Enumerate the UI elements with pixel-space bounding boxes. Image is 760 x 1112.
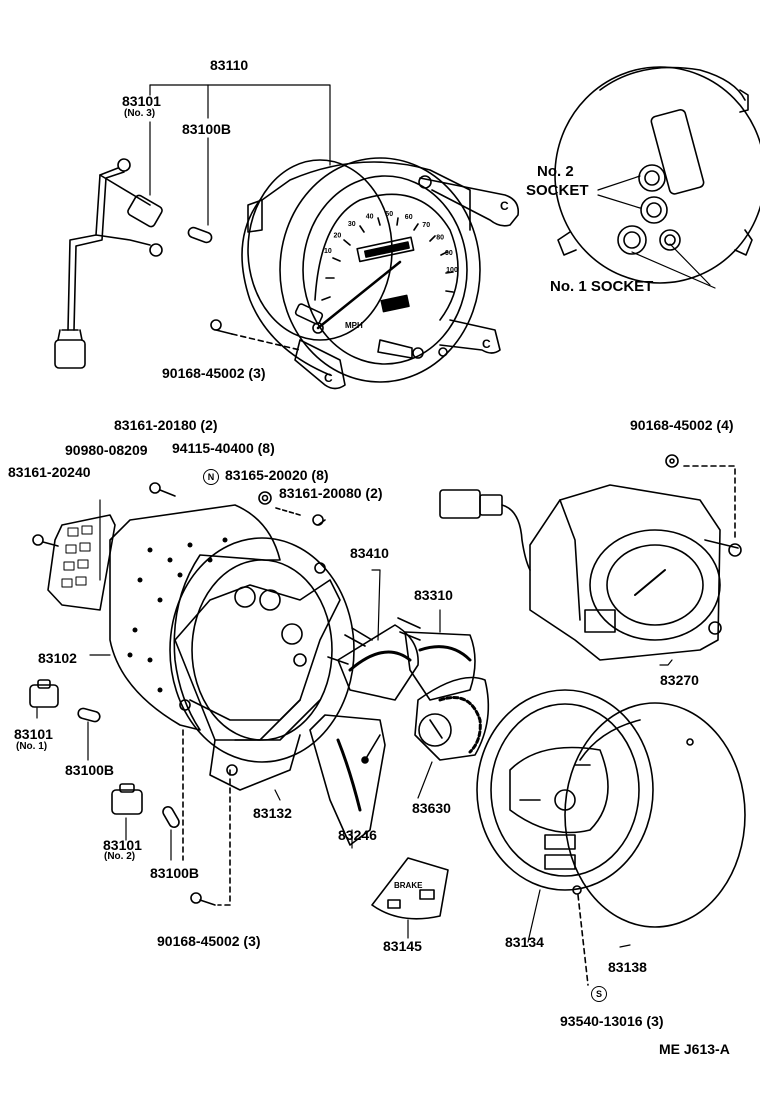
dial-numeral: 30 [348, 221, 356, 228]
label-83270: 83270 [660, 672, 699, 688]
label-83630: 83630 [412, 800, 451, 816]
printed-circuit-83102 [109, 504, 281, 731]
small-screws-left [32, 482, 326, 547]
gauge-83630 [414, 676, 490, 761]
label-83100b-top: 83100B [182, 121, 232, 137]
diagram-id: ME J613-A [659, 1041, 730, 1057]
bulb-83100b-mid [77, 707, 101, 761]
glass-83138 [564, 702, 746, 986]
gauge-value-ticks: 10 20 30 40 50 60 70 80 90 100 [324, 211, 458, 274]
dial-numeral: 90 [445, 250, 453, 257]
temp-gauge-83310 [397, 617, 476, 701]
socket-no1 [29, 679, 59, 708]
socket-leaders [597, 175, 716, 289]
indicator-plate-83145 [371, 857, 449, 920]
label-83165-20020: 83165-20020 (8) [225, 467, 329, 483]
leader-lines-top [149, 84, 331, 226]
label-83100b-mid: 83100B [65, 762, 115, 778]
label-83138: 83138 [608, 959, 647, 975]
label-83145: 83145 [383, 938, 422, 954]
label-no2-socket: No. 2 [537, 163, 574, 180]
label-83132: 83132 [253, 805, 292, 821]
label-no1-socket: No. 1 SOCKET [550, 278, 654, 295]
svg-text:C: C [482, 337, 491, 351]
faceplate-83134 [476, 689, 654, 891]
label-83161-20240: 83161-20240 [8, 464, 91, 480]
dial-numeral: 40 [366, 213, 374, 220]
label-no2: (No. 2) [104, 851, 136, 862]
screw-90168-bot [182, 729, 231, 906]
label-no3: (No. 3) [124, 108, 156, 119]
label-94115-40400: 94115-40400 (8) [172, 440, 275, 456]
label-socket: SOCKET [526, 182, 589, 199]
label-83161-20080: 83161-20080 (2) [279, 485, 383, 501]
label-83310: 83310 [414, 587, 453, 603]
label-no1: (No. 1) [16, 741, 48, 752]
label-90168-bot: 90168-45002 (3) [157, 933, 261, 949]
label-83100b-bot: 83100B [150, 865, 200, 881]
housing-83132 [169, 537, 355, 791]
speedometer-assembly: C C C [241, 157, 520, 390]
label-83246: 83246 [338, 827, 377, 843]
svg-text:C: C [324, 371, 333, 385]
label-83101-no3: 83101 [122, 93, 161, 109]
label-83161-20180: 83161-20180 (2) [114, 417, 218, 433]
rear-case-sockets [554, 66, 760, 284]
tachometer-83270 [529, 484, 742, 661]
leader-lines-bottom [36, 499, 673, 948]
label-83410: 83410 [350, 545, 389, 561]
mph-text: MPH [345, 321, 363, 330]
label-83110: 83110 [210, 57, 249, 73]
gauge-83246 [309, 714, 386, 846]
bulb-83100b-bot [162, 806, 180, 861]
mark-n-icon: N [203, 469, 219, 485]
fuel-gauge-83410 [327, 624, 419, 701]
svg-text:C: C [500, 199, 509, 213]
mark-s-icon: S [591, 986, 607, 1002]
dial-numeral: 20 [334, 233, 342, 240]
dial-numeral: 50 [385, 211, 393, 218]
label-83134: 83134 [505, 934, 544, 950]
screw-90168-right [665, 454, 736, 541]
brake-text: BRAKE [394, 881, 423, 890]
connector-90980 [47, 514, 116, 611]
dial-numeral: 80 [436, 234, 444, 241]
dial-numeral: 70 [422, 222, 430, 229]
label-90980-08209: 90980-08209 [65, 442, 148, 458]
label-90168-right: 90168-45002 (4) [630, 417, 734, 433]
screw-90168-top [210, 319, 301, 351]
socket-no2 [111, 783, 143, 841]
socket-harness-no3 [54, 158, 163, 369]
tach-connector [439, 489, 531, 571]
dial-numeral: 100 [446, 267, 458, 274]
dial-numeral: 10 [324, 248, 332, 255]
label-83101-no2: 83101 [103, 837, 142, 853]
label-83101-no1: 83101 [14, 726, 53, 742]
bulb-83100b-top [187, 226, 213, 244]
label-93540: 93540-13016 (3) [560, 1013, 664, 1029]
label-83102: 83102 [38, 650, 77, 666]
label-90168-top: 90168-45002 (3) [162, 365, 266, 381]
dial-numeral: 60 [405, 214, 413, 221]
